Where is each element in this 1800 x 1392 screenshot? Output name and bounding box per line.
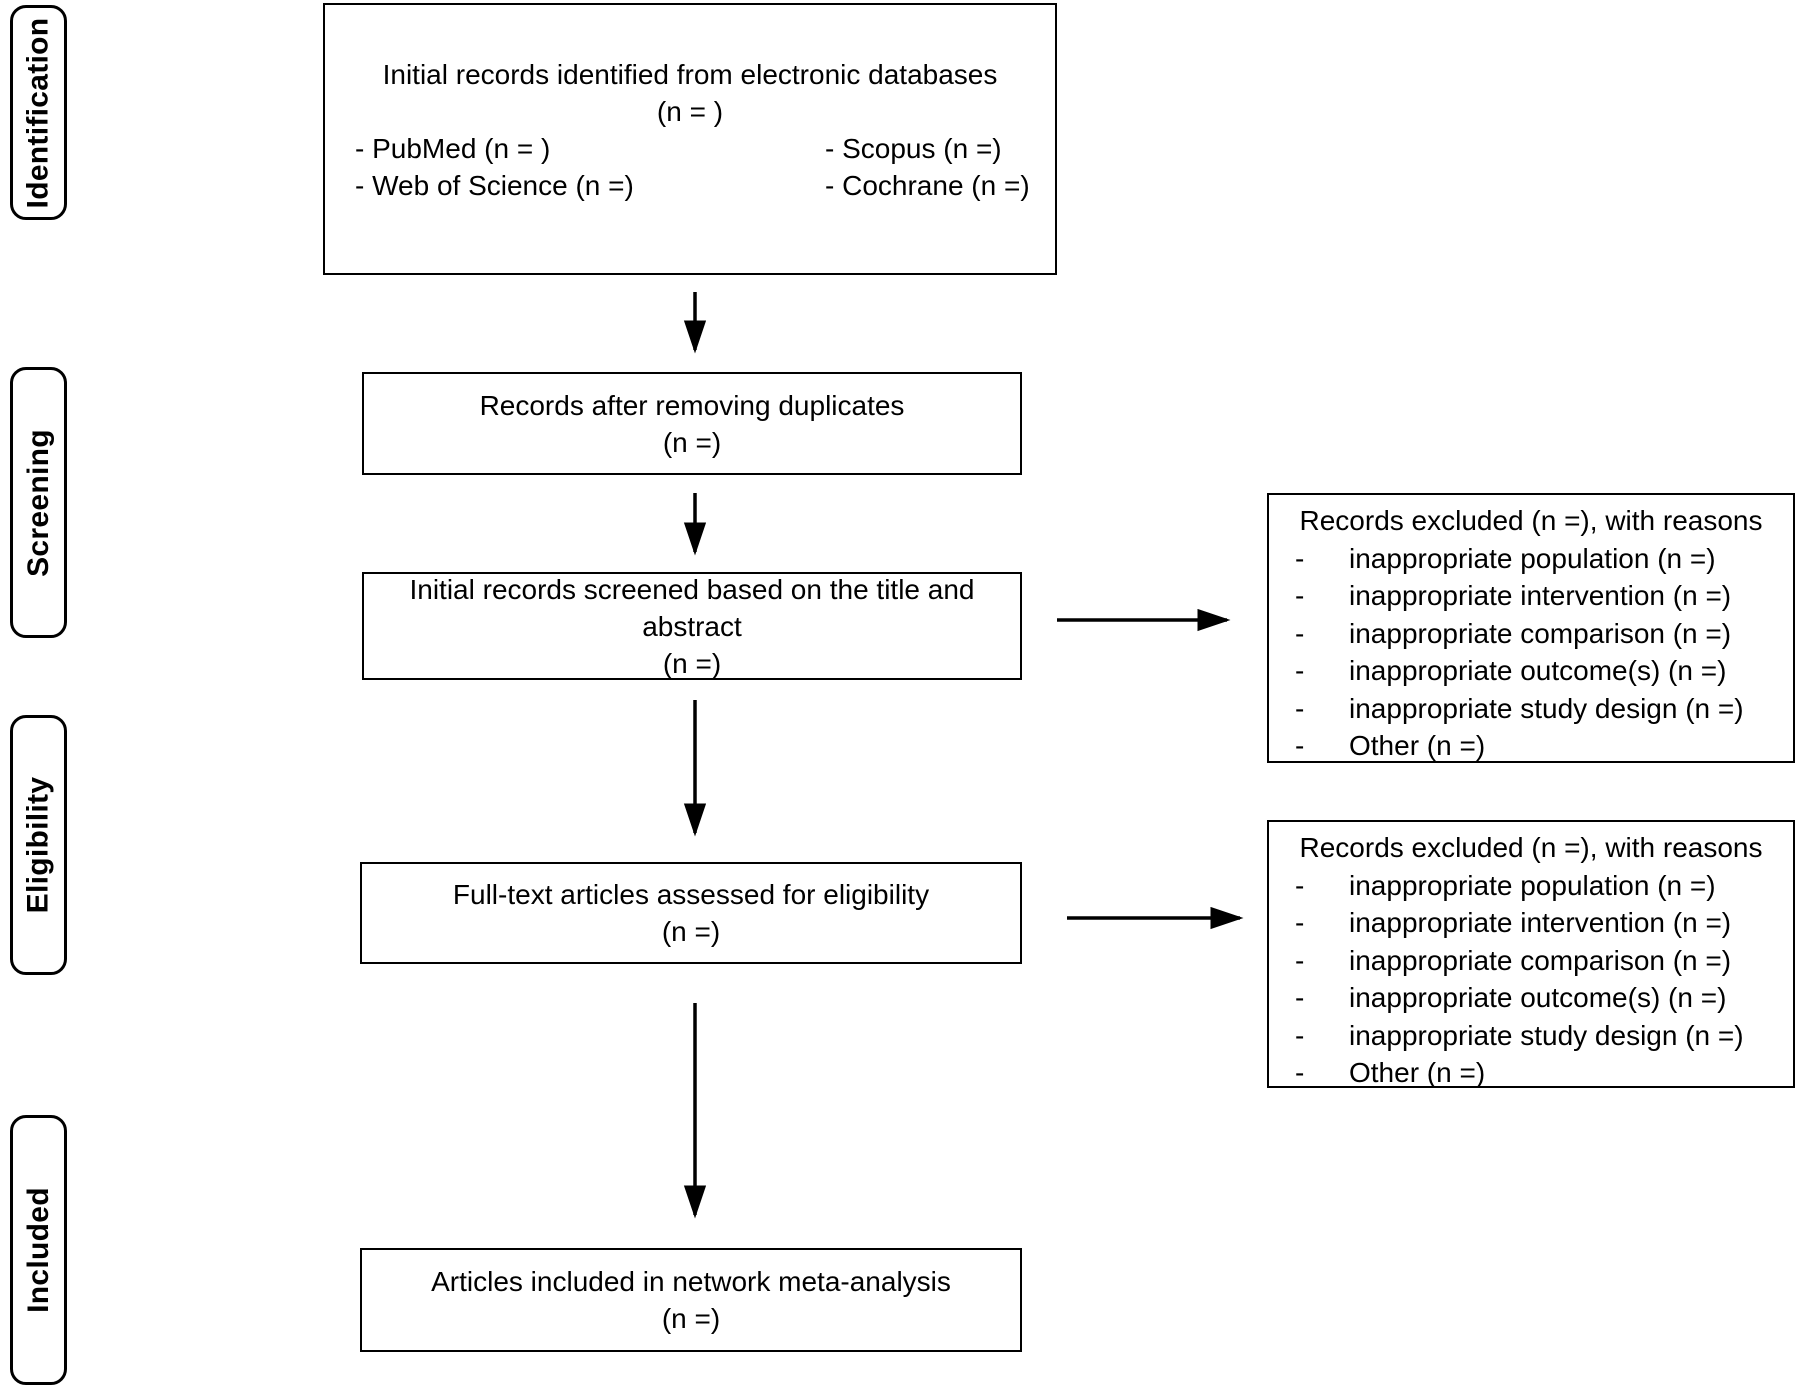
stage-label-screening: Screening: [10, 367, 67, 638]
reason-item: - inappropriate intervention (n =): [1269, 904, 1793, 942]
box-title: Records after removing duplicates: [479, 389, 905, 421]
stage-label-text: Included: [21, 1187, 55, 1313]
reason-dash: -: [1295, 692, 1305, 724]
reason-dash: -: [1295, 982, 1305, 1013]
reason-dash: -: [1295, 944, 1305, 976]
reason-text: inappropriate comparison (n =): [1349, 944, 1732, 976]
reason-text: inappropriate outcome(s) (n =): [1349, 655, 1727, 686]
reason-dash: -: [1295, 1057, 1305, 1088]
reason-dash: -: [1295, 542, 1305, 574]
stage-label-text: Screening: [21, 428, 55, 577]
box-records-identified: Initial records identified from electron…: [323, 3, 1057, 275]
stage-label-included: Included: [10, 1115, 67, 1385]
reason-text: inappropriate population (n =): [1349, 869, 1716, 901]
reason-text: inappropriate intervention (n =): [1349, 580, 1732, 611]
reason-item: - inappropriate comparison (n =): [1269, 942, 1793, 980]
reason-dash: -: [1295, 655, 1305, 686]
reason-text: inappropriate intervention (n =): [1349, 907, 1732, 938]
reason-text: inappropriate population (n =): [1349, 542, 1716, 574]
reason-text: Other (n =): [1349, 730, 1486, 761]
reason-text: inappropriate outcome(s) (n =): [1349, 982, 1727, 1013]
box-count: (n = ): [656, 96, 724, 127]
excluded-box-top: Records excluded (n =), with reasons - i…: [1267, 493, 1795, 763]
box-count: (n =): [661, 1303, 721, 1334]
box-duplicates-removed: Records after removing duplicates (n =): [362, 372, 1022, 475]
reason-item: - inappropriate intervention (n =): [1269, 577, 1793, 615]
stage-label-text: Eligibility: [21, 776, 55, 914]
reason-dash: -: [1295, 869, 1305, 901]
reason-item: - inappropriate comparison (n =): [1269, 615, 1793, 653]
reason-item: - inappropriate outcome(s) (n =): [1269, 979, 1793, 1017]
reason-item: - inappropriate population (n =): [1269, 540, 1793, 578]
box-count: (n =): [662, 647, 722, 679]
source-row: - Web of Science (n =) - Cochrane (n =): [355, 167, 1055, 204]
box-title: Full-text articles assessed for eligibil…: [452, 879, 930, 910]
excluded-title: Records excluded (n =), with reasons: [1299, 832, 1763, 863]
source-right: - Cochrane (n =): [825, 170, 1030, 201]
reason-dash: -: [1295, 907, 1305, 938]
reason-item: - inappropriate study design (n =): [1269, 1017, 1793, 1055]
box-count: (n =): [661, 916, 721, 947]
box-articles-included: Articles included in network meta-analys…: [360, 1248, 1022, 1352]
excluded-box-bottom: Records excluded (n =), with reasons - i…: [1267, 820, 1795, 1088]
excluded-reasons: - inappropriate population (n =) - inapp…: [1269, 867, 1793, 1092]
stage-label-identification: Identification: [10, 5, 67, 220]
reason-dash: -: [1295, 617, 1305, 649]
reason-text: inappropriate comparison (n =): [1349, 617, 1732, 649]
box-title: Articles included in network meta-analys…: [431, 1266, 951, 1297]
source-rows: - PubMed (n = ) - Scopus (n =) - Web of …: [325, 130, 1055, 204]
box-fulltext-assessed: Full-text articles assessed for eligibil…: [360, 862, 1022, 964]
box-count: (n =): [662, 426, 722, 458]
source-row: - PubMed (n = ) - Scopus (n =): [355, 130, 1055, 167]
excluded-reasons: - inappropriate population (n =) - inapp…: [1269, 540, 1793, 765]
reason-text: inappropriate study design (n =): [1349, 692, 1744, 724]
reason-text: inappropriate study design (n =): [1349, 1019, 1744, 1051]
box-title: Initial records identified from electron…: [382, 59, 998, 90]
reason-dash: -: [1295, 730, 1305, 761]
reason-dash: -: [1295, 1019, 1305, 1051]
reason-item: - inappropriate population (n =): [1269, 867, 1793, 905]
reason-text: Other (n =): [1349, 1057, 1486, 1088]
excluded-title: Records excluded (n =), with reasons: [1299, 505, 1763, 536]
reason-dash: -: [1295, 580, 1305, 611]
reason-item: - inappropriate study design (n =): [1269, 690, 1793, 728]
source-left: - Web of Science (n =): [355, 170, 634, 201]
box-title: Initial records screened based on the ti…: [409, 573, 975, 642]
box-records-screened: Initial records screened based on the ti…: [362, 572, 1022, 680]
reason-item: - Other (n =): [1269, 727, 1793, 765]
stage-label-eligibility: Eligibility: [10, 715, 67, 975]
reason-item: - inappropriate outcome(s) (n =): [1269, 652, 1793, 690]
stage-label-text: Identification: [21, 17, 55, 208]
source-right: - Scopus (n =): [825, 133, 1002, 164]
reason-item: - Other (n =): [1269, 1054, 1793, 1092]
source-left: - PubMed (n = ): [355, 133, 551, 164]
